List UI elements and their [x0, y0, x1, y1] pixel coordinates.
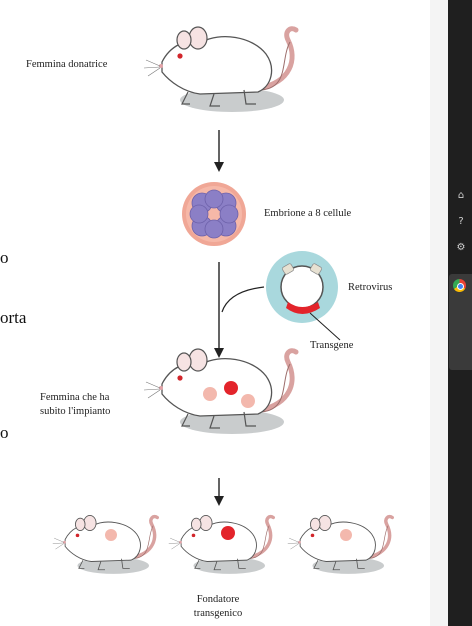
transgene-label: Transgene	[310, 340, 354, 351]
donor-mouse	[144, 27, 296, 112]
retrovirus-label: Retrovirus	[348, 282, 392, 293]
founder-label-1: Fondatore	[197, 594, 240, 605]
virus-merge-line	[221, 286, 265, 313]
window-gutter	[430, 0, 448, 626]
transgene-pointer	[309, 312, 341, 341]
help-icon[interactable]: ?	[458, 216, 464, 227]
offspring-mouse-founder	[167, 513, 275, 576]
implanted-label-1: Femmina che ha	[40, 392, 110, 403]
offspring-mouse-left	[51, 513, 159, 576]
settings-icon[interactable]: ⚙	[456, 242, 466, 253]
donor-label: Femmina donatrice	[26, 59, 108, 70]
side-text-fragment-2: orta	[0, 308, 27, 327]
founder-label-2: transgenico	[194, 608, 242, 619]
pin-icon[interactable]: ⌂	[457, 190, 465, 201]
implanted-mouse	[144, 349, 296, 434]
side-text-fragment-1: o	[0, 248, 9, 267]
embryo-label: Embrione a 8 cellule	[264, 208, 352, 219]
transgenic-diagram: Femmina donatrice Embrione a 8 cellule R…	[26, 0, 394, 619]
side-text-fragment-3: o	[0, 423, 9, 442]
implanted-label-2: subito l'impianto	[40, 406, 110, 417]
offspring-mouse-right	[286, 513, 394, 576]
browser-tab[interactable]	[449, 274, 472, 370]
browser-icon	[453, 279, 466, 292]
transgene-segment	[286, 302, 320, 314]
